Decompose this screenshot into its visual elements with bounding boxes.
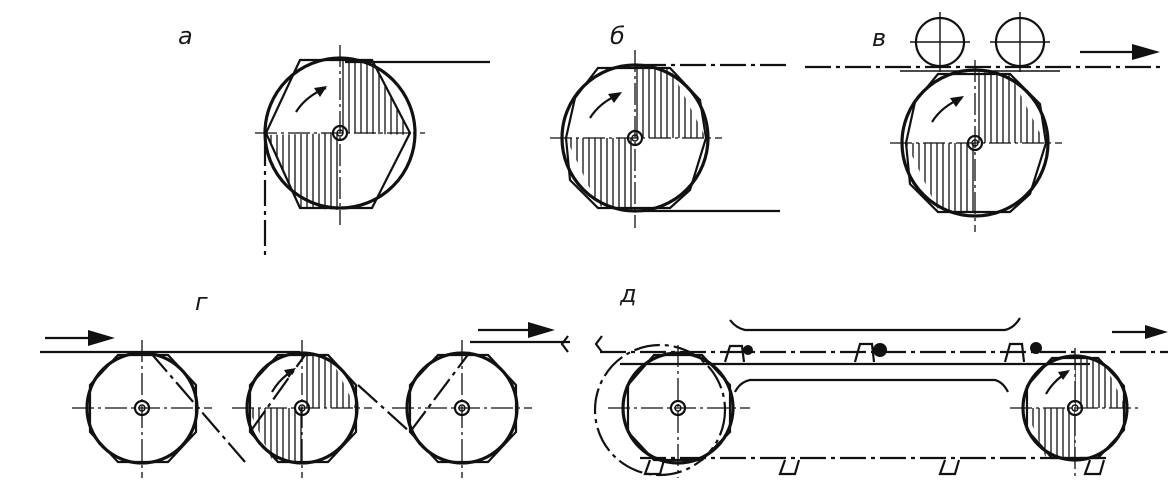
- panel-v-arrowhead: [950, 96, 964, 107]
- panel-v-hatch-bottom-left: [906, 143, 975, 212]
- panel-v-feed-arrowhead: [1132, 44, 1160, 60]
- panel-g-out-arrowhead: [528, 322, 555, 338]
- panel-a-arrowhead: [314, 86, 327, 97]
- panel-b-hatch-bottom-left: [566, 138, 635, 210]
- panel-b-hatch-top-right: [635, 65, 706, 138]
- panel-b: [550, 50, 790, 228]
- panel-d-frame-top: [729, 317, 1021, 332]
- panel-v-hub-inner: [971, 139, 979, 147]
- panel-g-strip-path: [149, 351, 471, 463]
- panel-b-hub-outer: [626, 129, 644, 147]
- panel-a-hatch-top-right: [340, 60, 410, 135]
- panel-a-hatch-bottom-left: [266, 133, 340, 210]
- panel-a: [255, 45, 490, 260]
- label-panel-a: а: [178, 22, 193, 50]
- panel-a-hub-outer: [331, 124, 349, 142]
- panel-g-in-arrowhead: [88, 330, 115, 346]
- panel-b-arrowhead: [608, 92, 622, 103]
- label-panel-b: б: [610, 22, 625, 50]
- label-panel-d: д: [620, 280, 637, 308]
- label-panel-g: г: [195, 288, 208, 316]
- panel-v-hatch-top-right: [975, 72, 1045, 143]
- panel-d-feed-arrowhead: [1145, 325, 1168, 339]
- panel-g: [40, 322, 570, 478]
- panel-v-octagon: [904, 72, 1048, 214]
- panel-a-hub-inner: [336, 129, 344, 137]
- panel-d-left-swing-circle: [593, 343, 727, 477]
- panel-v-hub-outer: [966, 134, 984, 152]
- panel-v: [805, 12, 1160, 232]
- panel-b-hub-inner: [631, 134, 639, 142]
- panel-d: [593, 317, 1168, 478]
- label-panel-v: в: [872, 24, 887, 52]
- panel-b-octagon: [564, 66, 708, 210]
